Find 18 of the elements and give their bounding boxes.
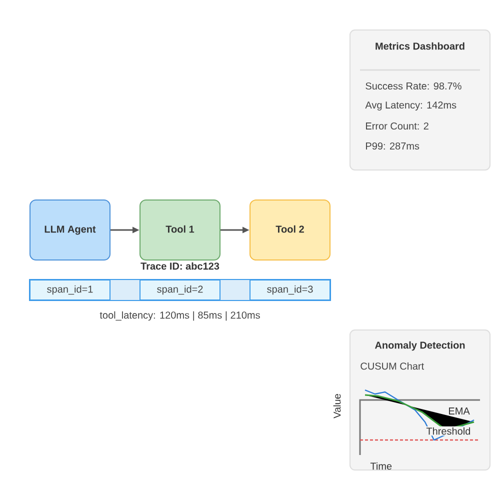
series-label: EMA	[449, 408, 470, 414]
tool-box: Tool 2	[250, 200, 330, 260]
span-cell: span_id=3	[250, 280, 330, 300]
latency-label: tool_latency: 120ms | 85ms | 210ms	[100, 311, 260, 321]
chart-title: CUSUM Chart	[360, 362, 424, 370]
agent-box: LLM Agent	[30, 200, 110, 260]
metric-text: Error Count: 2	[366, 122, 428, 130]
trace-label: Trace ID: abc123	[140, 262, 220, 270]
panel-title: Metrics Dashboard	[376, 42, 464, 50]
metric-text: Avg Latency: 142ms	[365, 101, 456, 111]
span-cell: span_id=2	[140, 280, 220, 300]
metric-text: Success Rate: 98.7%	[366, 82, 462, 90]
axis-label: Value	[333, 394, 341, 418]
span-cell: span_id=1	[30, 280, 110, 300]
axis-label: Time	[370, 462, 392, 470]
tool-box: Tool 1	[140, 200, 220, 260]
panel-title: Anomaly Detection	[374, 341, 465, 351]
metric-text: P99: 287ms	[366, 142, 420, 150]
